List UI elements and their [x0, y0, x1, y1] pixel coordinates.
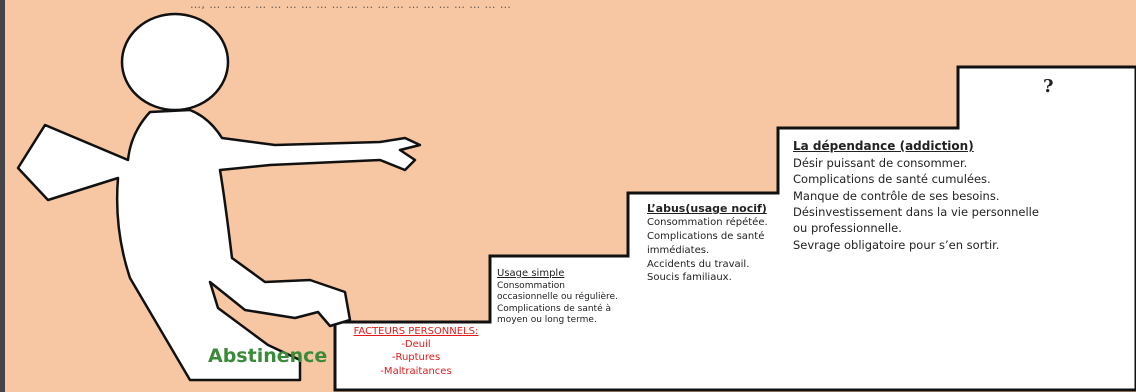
left-border: [0, 0, 5, 392]
facteurs-item: -Ruptures: [346, 351, 486, 364]
usage-simple-line: Consommation: [497, 281, 618, 293]
abus-line: Accidents du travail.: [647, 258, 768, 272]
facteurs-item: -Maltraitances: [346, 365, 486, 378]
step-facteurs: FACTEURS PERSONNELS: -Deuil -Ruptures -M…: [346, 325, 486, 378]
abus-title: L’abus(usage nocif): [647, 201, 768, 216]
usage-simple-line: moyen ou long terme.: [497, 315, 618, 327]
abus-line: Complications de santé: [647, 230, 768, 244]
step-usage-simple: Usage simple Consommation occasionnelle …: [497, 268, 618, 327]
dependance-line: Désinvestissement dans la vie personnell…: [793, 204, 1039, 220]
abus-line: immédiates.: [647, 244, 768, 258]
step-abus: L’abus(usage nocif) Consommation répétée…: [647, 201, 768, 285]
dependance-line: Sevrage obligatoire pour s’en sortir.: [793, 237, 1039, 253]
dependance-line: Manque de contrôle de ses besoins.: [793, 188, 1039, 204]
facteurs-title: FACTEURS PERSONNELS:: [346, 325, 486, 338]
usage-simple-line: Complications de santé à: [497, 304, 618, 316]
dependance-line: Complications de santé cumulées.: [793, 171, 1039, 187]
dependance-line: ou professionnelle.: [793, 220, 1039, 236]
dependance-line: Désir puissant de consommer.: [793, 155, 1039, 171]
facteurs-item: -Deuil: [346, 338, 486, 351]
dependance-title: La dépendance (addiction): [793, 138, 1039, 155]
question-mark: ?: [1043, 76, 1054, 97]
usage-simple-title: Usage simple: [497, 268, 618, 281]
step-dependance: La dépendance (addiction) Désir puissant…: [793, 138, 1039, 253]
abstinence-label: Abstinence: [208, 345, 327, 367]
abus-line: Consommation répétée.: [647, 216, 768, 230]
usage-simple-line: occasionnelle ou régulière.: [497, 292, 618, 304]
figure-head: [122, 14, 228, 110]
abus-line: Soucis familiaux.: [647, 271, 768, 285]
